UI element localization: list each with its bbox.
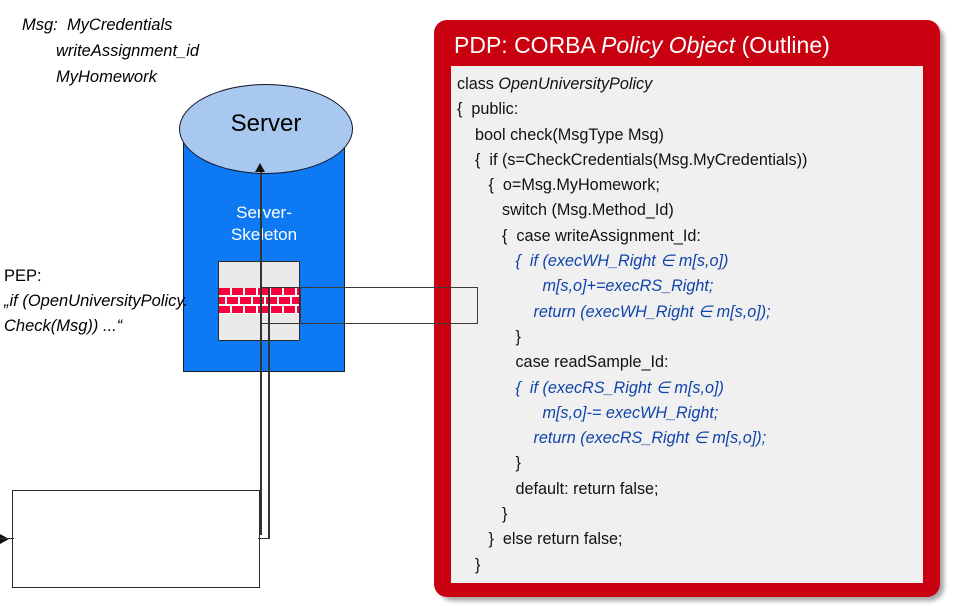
code-line: return (execRS_Right ∈ m[s,o]);: [457, 429, 767, 448]
message-label-row: Msg: MyCredentials: [22, 12, 199, 38]
brick: [258, 288, 269, 295]
code-line: case readSample_Id:: [457, 353, 669, 372]
message-flow-line: [260, 171, 262, 535]
brick: [278, 297, 290, 304]
msg-to-pep-elbow: [258, 538, 270, 540]
message-box: [12, 490, 260, 588]
pep-caption: PEP: „if (OpenUniversityPolicy. Check(Ms…: [4, 264, 254, 339]
message-label: Msg:: [22, 16, 58, 34]
brick: [226, 297, 238, 304]
pep-connector-bottom-stub: [260, 323, 305, 325]
brick: [284, 306, 295, 313]
message-field-2: MyHomework: [56, 68, 157, 86]
pep-caption-line2: Check(Msg)) ...“: [4, 317, 123, 335]
brick: [252, 297, 264, 304]
message-field-row-2: MyHomework: [22, 64, 199, 90]
code-line: { case writeAssignment_Id:: [457, 226, 701, 245]
message-field-row-1: writeAssignment_id: [22, 38, 199, 64]
brick: [219, 306, 230, 313]
brick: [291, 297, 299, 304]
brick: [297, 288, 299, 295]
code-line: { o=Msg.MyHomework;: [457, 176, 660, 195]
code-line: }: [457, 555, 481, 574]
code-line: { if (s=CheckCredentials(Msg.MyCredentia…: [457, 150, 808, 169]
pep-caption-line1: „if (OpenUniversityPolicy.: [4, 292, 188, 310]
code-line: bool check(MsgType Msg): [457, 125, 664, 144]
code-keyword: class: [457, 75, 499, 93]
code-line: }: [457, 505, 508, 524]
code-line: { if (execWH_Right ∈ m[s,o]): [457, 252, 729, 271]
server-cylinder-top: [179, 84, 353, 174]
brick: [271, 288, 282, 295]
server-skeleton-label-line1: Server-: [236, 203, 292, 222]
code-line: }: [457, 454, 521, 473]
code-line: } else return false;: [457, 530, 623, 549]
brick: [265, 297, 277, 304]
policy-title-italic: Policy Object: [600, 32, 736, 58]
code-line: m[s,o]-= execWH_Right;: [457, 403, 719, 422]
brick: [245, 306, 256, 313]
code-line: switch (Msg.Method_Id): [457, 201, 674, 220]
brick: [284, 288, 295, 295]
code-line: m[s,o]+=execRS_Right;: [457, 277, 714, 296]
code-line: private:: [457, 578, 923, 583]
brick: [297, 306, 299, 313]
brick-row: [219, 288, 299, 295]
server-skeleton-label: Server- Skeleton: [183, 202, 345, 246]
message-field-0: MyCredentials: [66, 16, 173, 34]
code-classname: OpenUniversityPolicy: [498, 75, 653, 93]
policy-title-prefix: PDP: CORBA: [454, 32, 601, 58]
code-line: return (execWH_Right ∈ m[s,o]);: [457, 302, 771, 321]
pep-connector-top-stub: [260, 287, 305, 289]
brick: [271, 306, 282, 313]
server-skeleton-label-line2: Skeleton: [230, 225, 298, 244]
brick: [245, 288, 256, 295]
brick: [232, 306, 243, 313]
code-line: class OpenUniversityPolicy: [457, 72, 923, 97]
policy-title-suffix: (Outline): [735, 32, 830, 58]
message-inbound-line: [0, 538, 14, 540]
brick-row: [219, 297, 299, 304]
server-label: Server: [230, 110, 302, 137]
brick-row: [219, 306, 299, 313]
pep-to-pdp-connector: [300, 287, 478, 324]
brick: [239, 297, 251, 304]
msg-to-pep-line: [268, 287, 270, 539]
brick: [219, 288, 230, 295]
code-line: { if (execRS_Right ∈ m[s,o]): [457, 378, 724, 397]
message-content: Msg: MyCredentials writeAssignment_id My…: [22, 12, 199, 90]
policy-code-block: class OpenUniversityPolicy { public: bool…: [451, 66, 923, 583]
pep-caption-title: PEP:: [4, 267, 42, 285]
message-field-1: writeAssignment_id: [56, 42, 200, 60]
brick-wall-icon: [219, 288, 299, 314]
brick: [258, 306, 269, 313]
brick: [219, 297, 225, 304]
code-line: }: [457, 327, 521, 346]
code-line: { public:: [457, 100, 519, 119]
policy-panel-title: PDP: CORBA Policy Object (Outline): [454, 32, 830, 59]
message-flow-arrowhead: [255, 163, 265, 172]
brick: [232, 288, 243, 295]
code-line: default: return false;: [457, 479, 659, 498]
